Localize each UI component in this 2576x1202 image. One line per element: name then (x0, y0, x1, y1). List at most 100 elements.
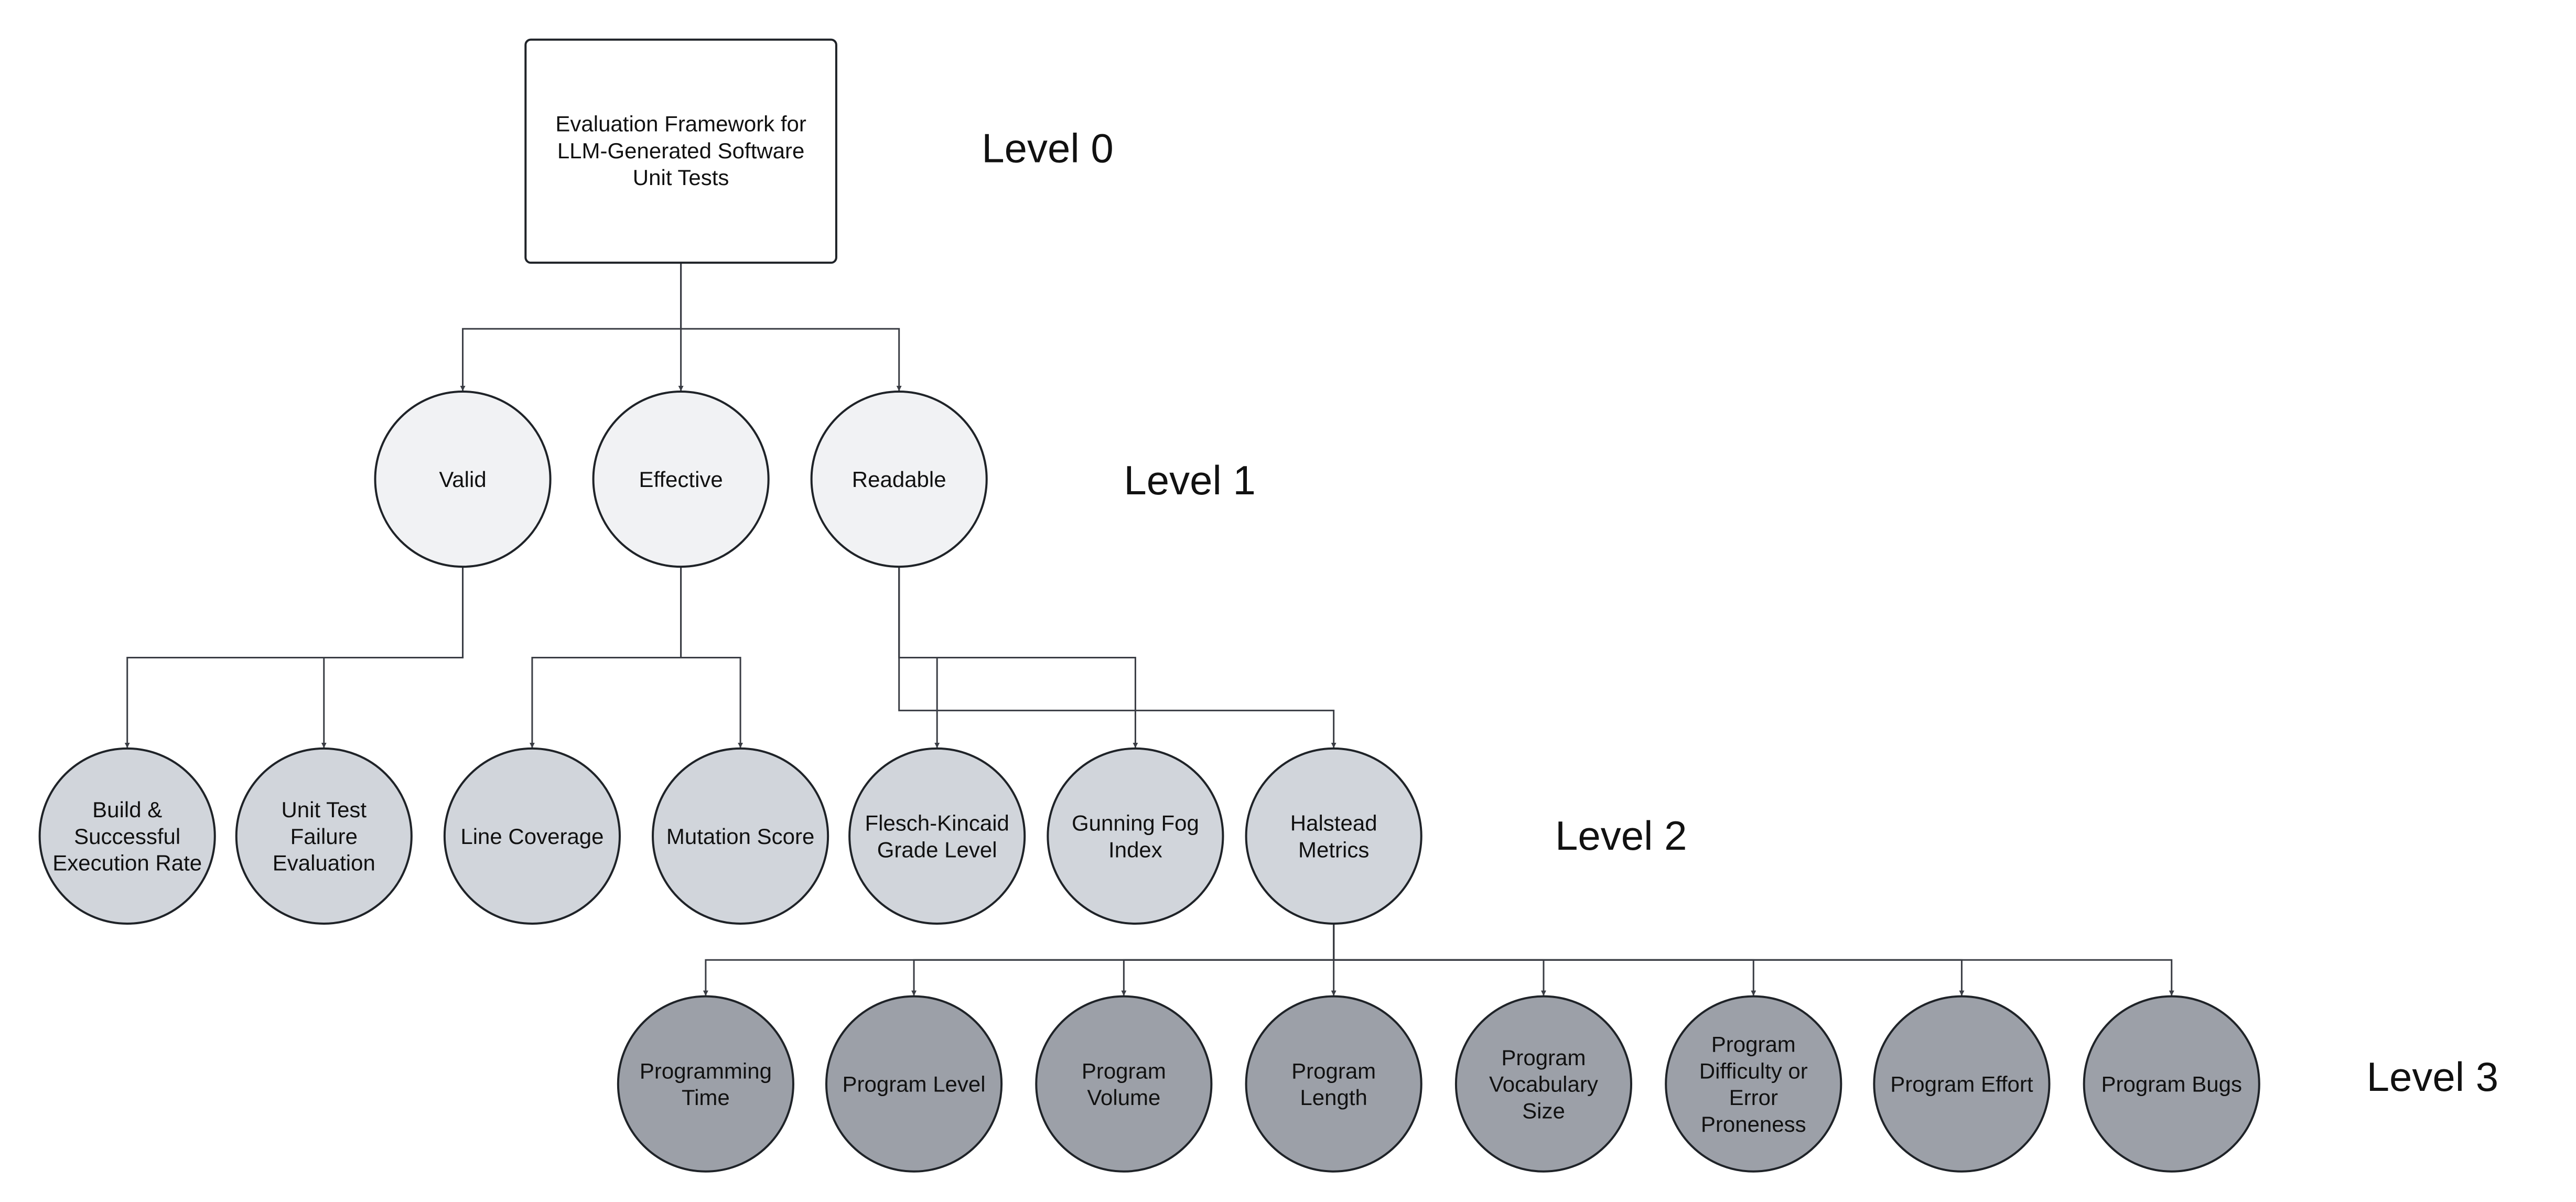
halstead-circle (1245, 747, 1422, 925)
root-label-line: Evaluation Framework for (555, 111, 806, 136)
line-coverage-circle (443, 747, 621, 925)
edge-halstead-to-program-volume (1121, 923, 1335, 996)
mutation-score-circle (652, 747, 829, 925)
node-program-bugs: Program Bugs (2083, 995, 2260, 1173)
program-level-label: Program Level (842, 1072, 985, 1097)
edge-effective-to-line-coverage (529, 567, 682, 748)
program-effort-label: Program Effort (1890, 1072, 2033, 1097)
programming-time-label-line: Programming (640, 1058, 772, 1083)
program-volume-label-line: Volume (1087, 1085, 1160, 1110)
program-bugs-label-line: Program Bugs (2101, 1072, 2242, 1097)
program-bugs-label: Program Bugs (2101, 1072, 2242, 1097)
edge-readable-to-halstead (898, 567, 1336, 748)
line-coverage-label: Line Coverage (460, 824, 603, 849)
program-difficulty-circle (1665, 995, 1842, 1173)
effective-label-line: Effective (639, 467, 723, 492)
flesch-kincaid-label-line: Grade Level (877, 837, 997, 862)
program-vocabulary-size-label-line: Program (1501, 1045, 1586, 1070)
root-label-line: Unit Tests (633, 165, 729, 190)
level-3-label: Level 3 (2367, 1054, 2499, 1100)
program-volume-circle (1035, 995, 1213, 1173)
gunning-fog-circle (1047, 747, 1224, 925)
edge-halstead-to-program-bugs (1333, 923, 2174, 996)
valid-label: Valid (439, 467, 486, 492)
mutation-score-label-line: Mutation Score (666, 824, 814, 849)
edge-effective-to-mutation-score (680, 567, 743, 748)
mutation-score-label: Mutation Score (666, 824, 814, 849)
program-length-label-line: Length (1300, 1085, 1367, 1110)
program-level-circle (825, 995, 1003, 1173)
programming-time-circle (617, 995, 794, 1173)
program-difficulty-label-line: Difficulty or (1699, 1058, 1808, 1083)
build-circle (38, 747, 216, 925)
programming-time-label-line: Time (682, 1085, 730, 1110)
valid-label-line: Valid (439, 467, 486, 492)
build-label-line: Successful (74, 824, 180, 849)
program-vocabulary-size-label-line: Vocabulary (1489, 1072, 1598, 1097)
line-coverage-label-line: Line Coverage (460, 824, 603, 849)
readable-circle (810, 391, 988, 568)
gunning-fog-label-line: Gunning Fog (1072, 811, 1199, 836)
program-level-label-line: Program Level (842, 1072, 985, 1097)
program-difficulty-label-line: Program (1711, 1032, 1796, 1057)
root-label-line: LLM-Generated Software (557, 138, 805, 163)
level-2-label: Level 2 (1555, 813, 1687, 859)
node-mutation-score: Mutation Score (652, 747, 829, 925)
program-effort-circle (1873, 995, 2051, 1173)
node-effective: Effective (592, 391, 770, 568)
edge-root-to-readable (680, 261, 902, 392)
node-valid: Valid (374, 391, 552, 568)
edges-layer (124, 261, 2174, 996)
program-vocabulary-size-label-line: Size (1522, 1098, 1565, 1123)
program-bugs-circle (2083, 995, 2260, 1173)
program-length-circle (1245, 995, 1422, 1173)
node-program-level: Program Level (825, 995, 1003, 1173)
node-line-coverage: Line Coverage (443, 747, 621, 925)
level-0-label: Level 0 (982, 125, 1114, 171)
flesch-kincaid-circle (848, 747, 1026, 925)
halstead-label-line: Halstead (1290, 811, 1377, 836)
unit-test-failure-circle (235, 747, 413, 925)
program-length-label-line: Program (1291, 1058, 1376, 1083)
effective-circle (592, 391, 770, 568)
build-label-line: Build & (92, 797, 162, 822)
effective-label: Effective (639, 467, 723, 492)
unit-test-failure-label-line: Failure (290, 824, 358, 849)
program-vocabulary-size-circle (1454, 995, 1633, 1173)
node-readable: Readable (810, 391, 988, 568)
edge-valid-to-unit-test-failure (321, 567, 464, 748)
build-label-line: Execution Rate (52, 851, 202, 875)
program-volume-label-line: Program (1082, 1058, 1166, 1083)
edge-readable-to-gunning-fog (898, 567, 1138, 748)
unit-test-failure-label-line: Evaluation (273, 851, 375, 875)
halstead-label-line: Metrics (1298, 837, 1369, 862)
valid-circle (374, 391, 552, 568)
gunning-fog-label-line: Index (1108, 837, 1162, 862)
unit-test-failure-label-line: Unit Test (281, 797, 367, 822)
program-effort-label-line: Program Effort (1890, 1072, 2033, 1097)
readable-label-line: Readable (852, 467, 946, 492)
node-program-effort: Program Effort (1873, 995, 2051, 1173)
